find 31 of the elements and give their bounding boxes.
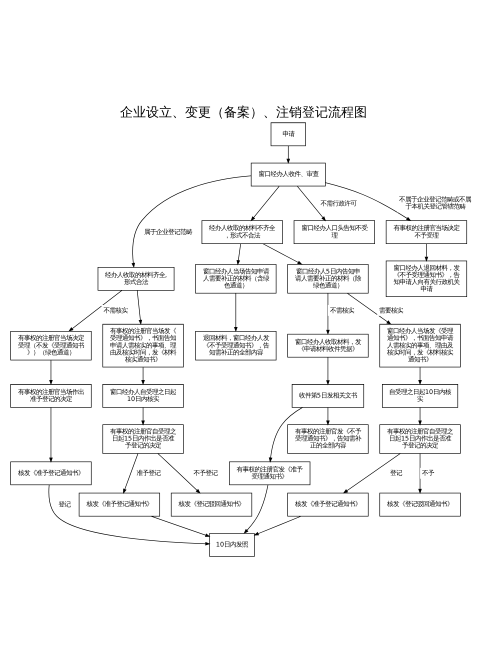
- arrow: [326, 293, 330, 335]
- arrow: [141, 407, 145, 426]
- arrow: [254, 516, 302, 536]
- arrow: [262, 243, 303, 265]
- arrow: [234, 293, 238, 332]
- arrow: [347, 293, 392, 325]
- arrow: [158, 453, 201, 494]
- arrow: [325, 182, 412, 222]
- arrow: [141, 367, 145, 386]
- arrow: [132, 176, 252, 268]
- arrow: [418, 453, 422, 494]
- arrow: [297, 186, 326, 222]
- arrow: [326, 407, 330, 426]
- arrow: [418, 367, 422, 386]
- arrow: [418, 407, 422, 426]
- arrow: [49, 407, 53, 463]
- arrow: [150, 516, 210, 537]
- arrow: [123, 453, 138, 494]
- arrow: [244, 484, 268, 534]
- arrow: [342, 453, 401, 494]
- arrow: [49, 360, 53, 386]
- arrow: [326, 357, 330, 386]
- arrow: [268, 407, 303, 463]
- arrow: [286, 146, 290, 164]
- arrow: [424, 243, 428, 262]
- diagram-title: 企业设立、变更（备案）、注销登记流程图: [120, 105, 367, 120]
- arrow: [236, 243, 241, 266]
- arrow: [250, 186, 280, 222]
- arrow: [136, 290, 142, 325]
- arrow: [48, 484, 210, 546]
- arrow: [68, 290, 122, 332]
